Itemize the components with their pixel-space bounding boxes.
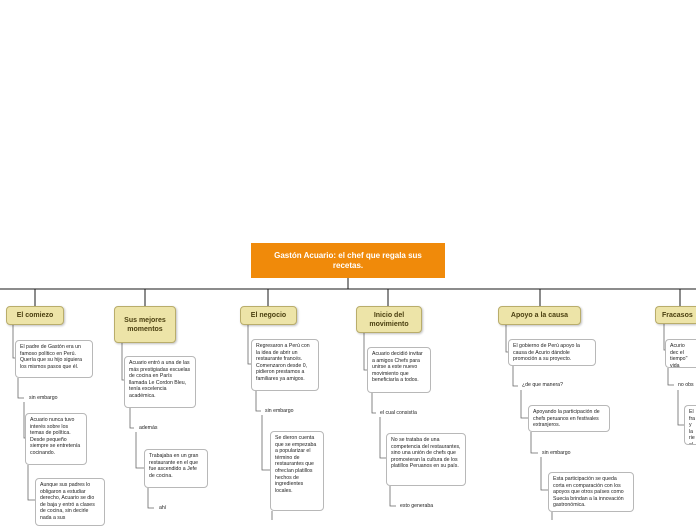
note-mejores-1[interactable]: Acuario entró a una de las más prestigia… [124,356,196,408]
note-negocio-1[interactable]: Regresaron a Perú con la idea de abrir u… [251,339,319,391]
link-fracasos-no-obs[interactable]: no obs [678,382,694,388]
link-mejores-ahi[interactable]: ahí [159,505,167,511]
note-fracasos-1[interactable]: Acurio dec el tiempo" vida profe [665,339,696,368]
note-inicio-1[interactable]: Acuario decidió invitar a amigos Chefs p… [367,347,431,393]
note-negocio-2[interactable]: Se dieron cuenta que se empezaba a popul… [270,431,324,511]
branch-el-comiezo[interactable]: El comiezo [6,306,64,325]
note-apoyo-3[interactable]: Esta participación se queda corta en com… [548,472,634,512]
branch-el-negocio[interactable]: El negocio [240,306,297,325]
link-apoyo-de-que-manera[interactable]: ¿de que manera? [522,382,563,388]
branch-sus-mejores-momentos[interactable]: Sus mejores momentos [114,306,176,343]
note-comiezo-2[interactable]: Acuario nunca tuvo interés sobre los tem… [25,413,87,465]
link-mejores-ademas[interactable]: además [139,425,158,431]
link-negocio-sin-embargo[interactable]: sin embargo [265,408,294,414]
note-apoyo-1[interactable]: El gobierno de Perú apoyo la causa de Ac… [508,339,596,366]
note-fracasos-2[interactable]: El fra y la rie el f [684,405,696,445]
branch-fracasos[interactable]: Fracasos [655,306,696,324]
link-inicio-el-cual-consistia[interactable]: el cual consistía [380,410,417,416]
central-topic[interactable]: Gastón Acuario: el chef que regala sus r… [251,243,445,278]
note-apoyo-2[interactable]: Apoyando la participación de chefs perua… [528,405,610,432]
note-mejores-2[interactable]: Trabajaba en un gran restaurante en el q… [144,449,208,488]
note-inicio-2[interactable]: No se trataba de una competencia del res… [386,433,466,486]
link-comiezo-sin-embargo[interactable]: sin embargo [29,395,58,401]
branch-apoyo-a-la-causa[interactable]: Apoyo a la causa [498,306,581,325]
link-apoyo-sin-embargo[interactable]: sin embargo [542,450,571,456]
link-inicio-esto-generaba[interactable]: esto generaba [400,503,434,509]
note-comiezo-3[interactable]: Aunque sus padres lo obligaron a estudia… [35,478,105,526]
branch-inicio-del-movimiento[interactable]: Inicio del movimiento [356,306,422,333]
note-comiezo-1[interactable]: El padre de Gastón era un famoso polític… [15,340,93,378]
